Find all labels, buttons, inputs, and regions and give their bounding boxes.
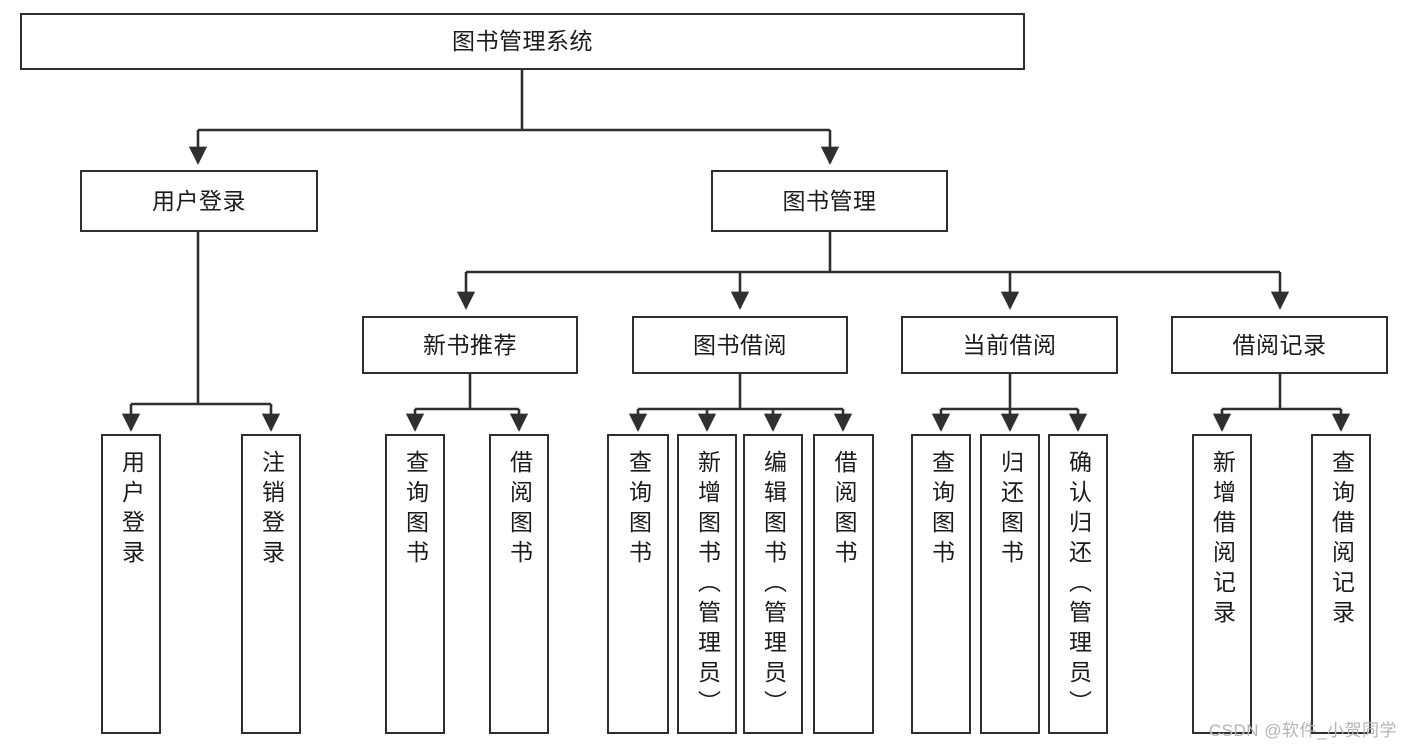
leaf-user-login-label: 用户登录 bbox=[118, 450, 145, 570]
leaf-borrow-book-2-label: 借阅图书 bbox=[831, 450, 857, 570]
leaf-add-book[interactable]: 新增图书（管理员） bbox=[677, 434, 737, 734]
leaf-edit-book[interactable]: 编辑图书（管理员） bbox=[743, 434, 803, 734]
leaf-confirm-return[interactable]: 确认归还（管理员） bbox=[1048, 434, 1108, 734]
node-user-login-label: 用户登录 bbox=[152, 187, 246, 214]
leaf-query-book-2-label: 查询图书 bbox=[625, 450, 652, 570]
leaf-query-book-1-label: 查询图书 bbox=[402, 450, 429, 570]
node-borrow-record-label: 借阅记录 bbox=[1232, 331, 1327, 358]
leaf-user-logout[interactable]: 注销登录 bbox=[241, 434, 301, 734]
leaf-user-logout-label: 注销登录 bbox=[258, 450, 285, 570]
node-book-manage-label: 图书管理 bbox=[782, 187, 877, 214]
leaf-query-book-3[interactable]: 查询图书 bbox=[911, 434, 971, 734]
node-root-label: 图书管理系统 bbox=[452, 28, 593, 54]
watermark: CSDN @软件_小贺同学 bbox=[1208, 721, 1397, 740]
leaf-add-book-label: 新增图书（管理员） bbox=[694, 450, 721, 720]
leaf-query-book-3-label: 查询图书 bbox=[928, 450, 955, 570]
leaf-borrow-book-1-label: 借阅图书 bbox=[506, 450, 533, 570]
leaf-query-book-1[interactable]: 查询图书 bbox=[385, 434, 445, 734]
leaf-edit-book-label: 编辑图书（管理员） bbox=[760, 450, 787, 720]
node-current-borrow[interactable]: 当前借阅 bbox=[901, 316, 1118, 374]
node-current-borrow-label: 当前借阅 bbox=[962, 331, 1057, 358]
node-new-book-rec-label: 新书推荐 bbox=[423, 331, 517, 358]
node-root[interactable]: 图书管理系统 bbox=[20, 13, 1025, 70]
leaf-add-record[interactable]: 新增借阅记录 bbox=[1192, 434, 1252, 734]
leaf-return-book[interactable]: 归还图书 bbox=[980, 434, 1040, 734]
leaf-query-book-2[interactable]: 查询图书 bbox=[607, 434, 669, 734]
leaf-return-book-label: 归还图书 bbox=[997, 450, 1024, 570]
node-new-book-rec[interactable]: 新书推荐 bbox=[362, 316, 578, 374]
leaf-query-record[interactable]: 查询借阅记录 bbox=[1311, 434, 1371, 734]
leaf-add-record-label: 新增借阅记录 bbox=[1209, 450, 1236, 630]
node-borrow-record[interactable]: 借阅记录 bbox=[1171, 316, 1388, 374]
leaf-user-login[interactable]: 用户登录 bbox=[101, 434, 161, 734]
node-user-login[interactable]: 用户登录 bbox=[80, 170, 318, 232]
leaf-borrow-book-2[interactable]: 借阅图书 bbox=[813, 434, 874, 734]
node-book-borrow[interactable]: 图书借阅 bbox=[632, 316, 848, 374]
node-book-manage[interactable]: 图书管理 bbox=[711, 170, 948, 232]
leaf-query-record-label: 查询借阅记录 bbox=[1328, 450, 1355, 630]
leaf-confirm-return-label: 确认归还（管理员） bbox=[1065, 450, 1092, 720]
leaf-borrow-book-1[interactable]: 借阅图书 bbox=[489, 434, 549, 734]
node-book-borrow-label: 图书借阅 bbox=[693, 331, 787, 358]
